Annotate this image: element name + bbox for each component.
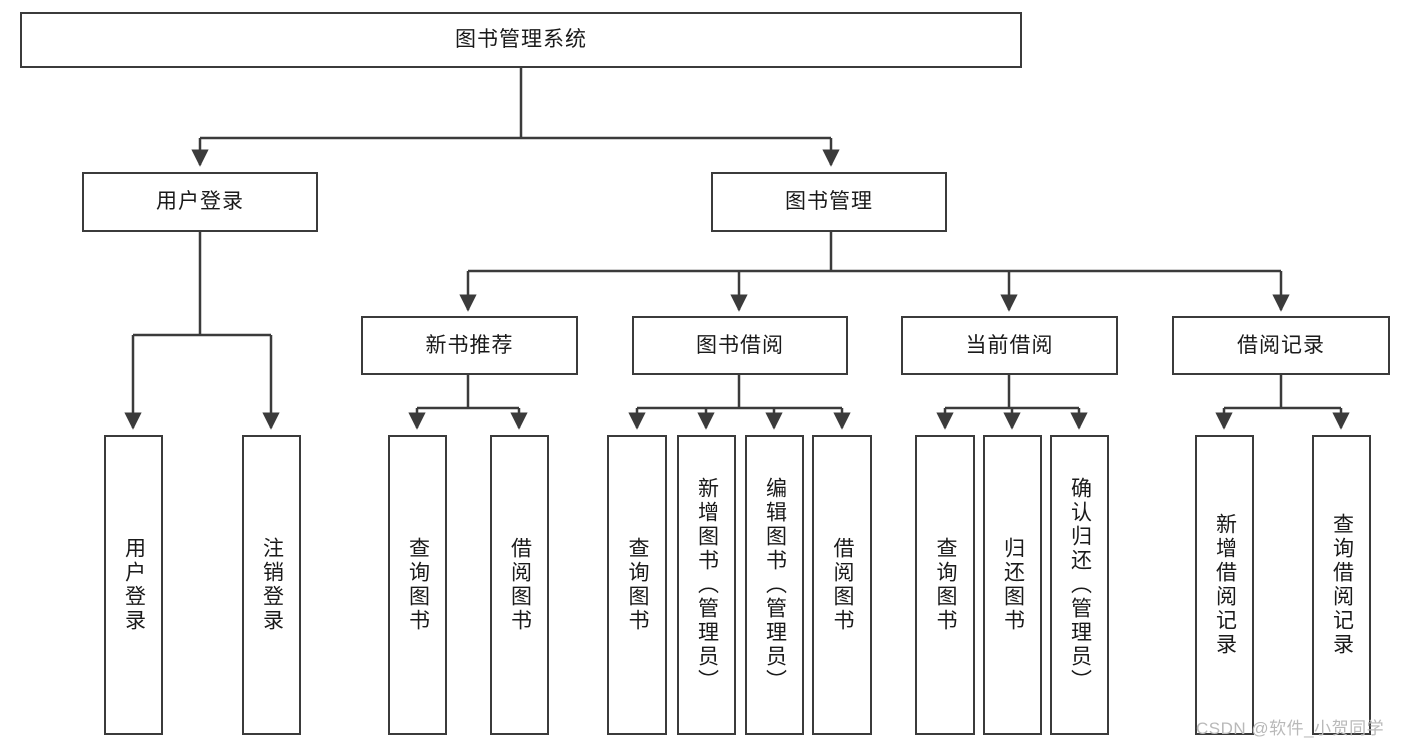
- node-label: 查询图书: [934, 537, 957, 633]
- node-leaf-query-borrow-record[interactable]: 查询借阅记录: [1312, 435, 1371, 735]
- node-book-borrow[interactable]: 图书借阅: [632, 316, 848, 375]
- node-leaf-query-book-current[interactable]: 查询图书: [915, 435, 975, 735]
- node-leaf-borrow-book-recommend[interactable]: 借阅图书: [490, 435, 549, 735]
- node-label: 查询图书: [626, 537, 649, 633]
- node-label: 图书借阅: [696, 333, 784, 357]
- node-book-management[interactable]: 图书管理: [711, 172, 947, 232]
- node-label: 当前借阅: [965, 333, 1054, 357]
- node-label: 注销登录: [260, 537, 284, 633]
- node-label: 归还图书: [1001, 537, 1025, 633]
- node-label: 图书管理系统: [455, 28, 587, 52]
- node-leaf-logout[interactable]: 注销登录: [242, 435, 301, 735]
- node-current-borrow[interactable]: 当前借阅: [901, 316, 1118, 375]
- node-leaf-add-book-admin[interactable]: 新增图书（管理员）: [677, 435, 736, 735]
- node-new-book-recommend[interactable]: 新书推荐: [361, 316, 578, 375]
- node-leaf-edit-book-admin[interactable]: 编辑图书（管理员）: [745, 435, 804, 735]
- node-label: 确认归还（管理员）: [1068, 477, 1092, 693]
- node-leaf-borrow-book[interactable]: 借阅图书: [812, 435, 872, 735]
- node-user-login[interactable]: 用户登录: [82, 172, 318, 232]
- watermark: CSDN @软件_小贺同学: [1196, 719, 1385, 738]
- node-leaf-confirm-return-admin[interactable]: 确认归还（管理员）: [1050, 435, 1109, 735]
- node-label: 用户登录: [122, 537, 146, 633]
- node-label: 用户登录: [156, 190, 244, 214]
- node-label: 查询借阅记录: [1330, 513, 1354, 657]
- node-leaf-return-book[interactable]: 归还图书: [983, 435, 1042, 735]
- node-label: 新书推荐: [425, 333, 514, 357]
- node-label: 新增图书（管理员）: [695, 477, 719, 693]
- node-leaf-user-login[interactable]: 用户登录: [104, 435, 163, 735]
- node-borrow-record[interactable]: 借阅记录: [1172, 316, 1390, 375]
- node-leaf-add-borrow-record[interactable]: 新增借阅记录: [1195, 435, 1254, 735]
- node-label: 新增借阅记录: [1213, 513, 1237, 657]
- node-label: 编辑图书（管理员）: [763, 477, 787, 693]
- node-label: 借阅图书: [831, 537, 854, 633]
- node-label: 查询图书: [406, 537, 430, 633]
- node-label: 图书管理: [785, 190, 873, 214]
- node-leaf-query-book-recommend[interactable]: 查询图书: [388, 435, 447, 735]
- node-label: 借阅图书: [508, 537, 532, 633]
- node-root-system[interactable]: 图书管理系统: [20, 12, 1022, 68]
- node-leaf-query-book-borrow[interactable]: 查询图书: [607, 435, 667, 735]
- node-label: 借阅记录: [1237, 333, 1325, 357]
